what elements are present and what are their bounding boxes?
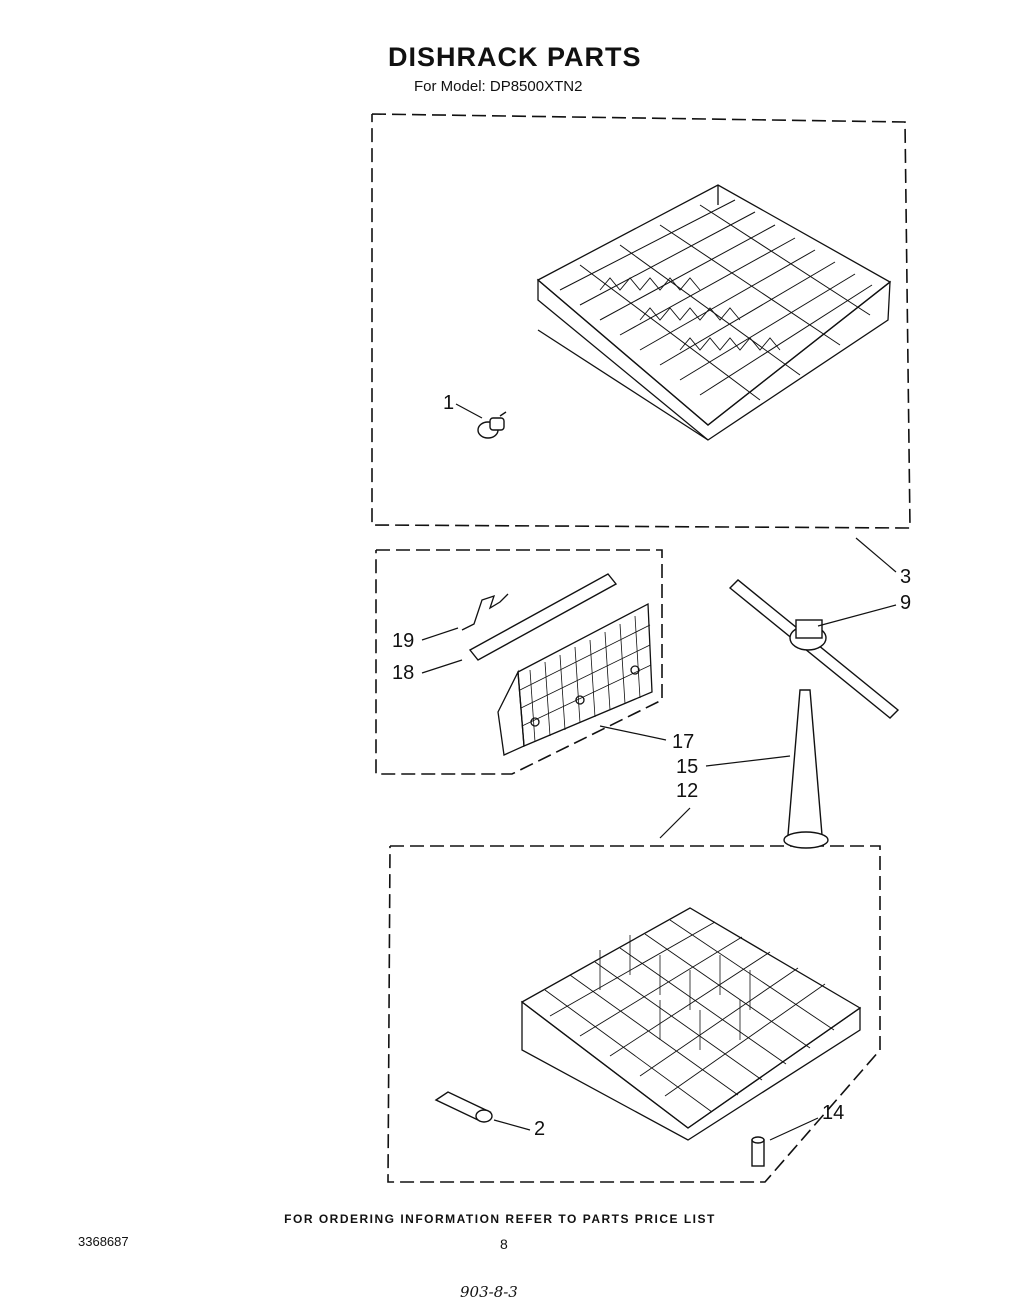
part-2-roller [434, 1091, 493, 1123]
part-1-roller [477, 411, 507, 439]
document-number: 3368687 [78, 1234, 129, 1249]
model-subtitle: For Model: DP8500XTN2 [414, 78, 583, 95]
callout-19: 19 [392, 630, 415, 652]
basket-box [375, 549, 663, 775]
upper-rack-box [371, 113, 911, 529]
part-15-spray-tower [783, 689, 829, 849]
callout-15: 15 [676, 756, 699, 778]
ordering-note: FOR ORDERING INFORMATION REFER TO PARTS … [284, 1212, 716, 1226]
callout-2: 2 [534, 1118, 546, 1140]
page-title: DISHRACK PARTS [388, 42, 642, 72]
part-18-rod [468, 573, 618, 661]
callout-3: 3 [900, 566, 912, 588]
callout-1: 1 [443, 392, 455, 414]
silverware-basket-illustration [497, 602, 653, 756]
callout-17: 17 [672, 731, 695, 753]
lower-rack-box [387, 845, 881, 1183]
callout-12: 12 [676, 780, 699, 802]
part-14-stud [751, 1136, 765, 1167]
lower-rack-illustration [520, 907, 862, 1141]
callout-14: 14 [822, 1102, 845, 1124]
part-9-spray-arm [728, 579, 900, 719]
callout-18: 18 [392, 662, 415, 684]
page-number: 8 [500, 1236, 508, 1252]
callout-9: 9 [900, 592, 912, 614]
handwritten-note: 903-8-3 [460, 1283, 518, 1301]
leader-lines [421, 403, 897, 1141]
part-19-clip [461, 593, 509, 631]
upper-rack-illustration [536, 184, 892, 441]
